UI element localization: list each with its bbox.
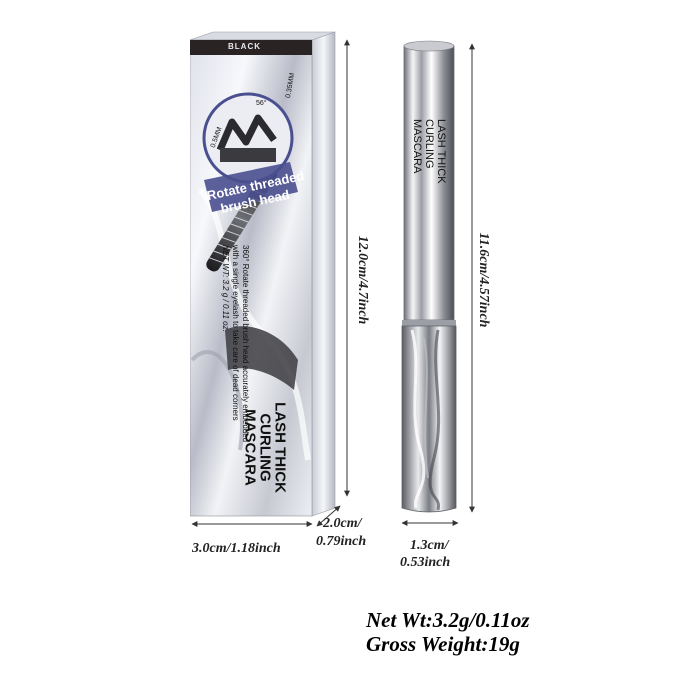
tube-height-label: 11.6cm/4.57inch [476, 232, 491, 328]
box-spec-angle: 56° [256, 100, 267, 107]
mascara-tube: LASH THICK CURLING MASCARA [398, 38, 460, 516]
box-height-label: 12.0cm/4.7inch [355, 235, 370, 325]
mascara-tube-illustration [401, 40, 457, 513]
box-depth-label-line1: 2.0cm/ [323, 516, 362, 531]
box-width-label: 3.0cm/1.18inch [192, 541, 281, 556]
net-weight-text: Net Wt:3.2g/0.11oz [366, 608, 530, 632]
mascara-box: BLACK 0.35MM 0.5MM 56° Rotate threaded b… [189, 30, 340, 525]
gross-weight-text: Gross Weight:19g [366, 632, 520, 656]
box-shade-label: BLACK [228, 42, 261, 51]
box-depth-label-line2: 0.79inch [316, 534, 367, 549]
mascara-box-illustration [189, 31, 336, 517]
tube-width-label-line1: 1.3cm/ [410, 538, 449, 553]
box-depth-line [316, 505, 341, 527]
tube-width-label-line2: 0.53inch [400, 555, 451, 570]
